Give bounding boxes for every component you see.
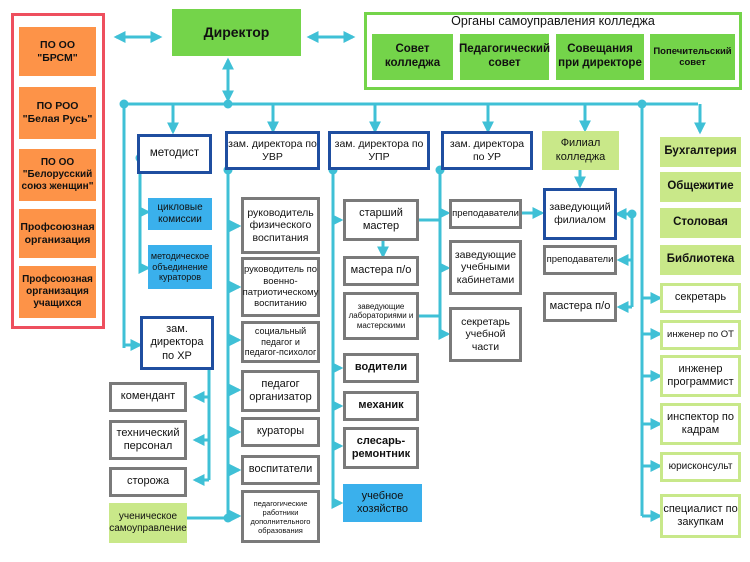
dormitory: Общежитие	[660, 172, 741, 202]
director: Директор	[172, 9, 301, 56]
social-pedagogue-psychologist: социальный педагог и педагог-психолог	[241, 321, 320, 363]
cycle-commissions: цикловые комиссии	[148, 198, 212, 230]
self-government-title: Органы самоуправления колледжа	[451, 14, 655, 28]
military-patriotic-head: руководитель по военно-патриотическому в…	[241, 257, 320, 317]
self-government-frame	[364, 12, 742, 90]
org-student-trade-union: Профсоюзная организация учащихся	[19, 266, 96, 318]
classroom-heads: заведующие учебными кабинетами	[449, 240, 522, 295]
canteen: Столовая	[660, 208, 741, 238]
curators: кураторы	[241, 417, 320, 447]
technical-staff: технический персонал	[109, 420, 187, 460]
student-self-government: ученическое самоуправление	[109, 503, 187, 543]
org-brsm: ПО ОО "БРСМ"	[19, 27, 96, 76]
deputy-director-hr: зам. директора по ХР	[140, 316, 214, 370]
org-belaya-rus: ПО РОО "Белая Русь"	[19, 87, 96, 139]
secretary: секретарь	[660, 283, 741, 313]
deputy-director-ur: зам. директора по УР	[441, 131, 533, 170]
public-organizations-frame	[11, 13, 105, 329]
programmer-engineer: инженер программист	[660, 355, 741, 397]
curators-association: методическое объединение кураторов	[148, 245, 212, 289]
pedagogue-organizer: педагог организатор	[241, 370, 320, 412]
deputy-director-uvr: зам. директора по УВР	[225, 131, 320, 170]
board-of-trustees: Попечительский совет	[650, 34, 735, 80]
methodist: методист	[137, 134, 212, 174]
procurement-specialist: специалист по закупкам	[660, 494, 741, 538]
drivers: водители	[343, 353, 419, 383]
lab-workshop-heads: заведующие лабораториями и мастерскими	[343, 292, 419, 340]
labor-safety-engineer: инженер по ОТ	[660, 320, 741, 350]
org-womens-union: ПО ОО "Белорусский союз женщин"	[19, 149, 96, 201]
deputy-director-upr: зам. директора по УПР	[328, 131, 430, 170]
senior-master: старший мастер	[343, 199, 419, 241]
repair-fitter: слесарь-ремонтник	[343, 427, 419, 469]
hr-inspector: инспектор по кадрам	[660, 403, 741, 445]
tutors: воспитатели	[241, 455, 320, 485]
academic-secretary: секретарь учебной части	[449, 307, 522, 362]
legal-adviser: юрисконсульт	[660, 452, 741, 482]
phys-ed-head: руководитель физического воспитания	[241, 197, 320, 254]
branch-masters-po: мастера п/о	[543, 292, 617, 322]
branch-teachers: преподаватели	[543, 245, 617, 275]
commandant: комендант	[109, 382, 187, 412]
college-council: Совет колледжа	[372, 34, 453, 80]
org-trade-union: Профсоюзная организация	[19, 209, 96, 258]
director-meetings: Совещания при директоре	[556, 34, 644, 80]
library: Библиотека	[660, 245, 741, 275]
accounting: Бухгалтерия	[660, 137, 741, 167]
additional-education-staff: педагогические работники дополнительного…	[241, 490, 320, 543]
mechanic: механик	[343, 391, 419, 421]
pedagogical-council: Педагогический совет	[459, 34, 550, 80]
training-farm: учебное хозяйство	[343, 484, 422, 522]
college-branch: Филиал колледжа	[542, 131, 619, 170]
branch-head: заведующий филиалом	[543, 188, 617, 240]
teachers: преподаватели	[449, 199, 522, 229]
masters-po: мастера п/о	[343, 256, 419, 286]
guards: сторожа	[109, 467, 187, 497]
